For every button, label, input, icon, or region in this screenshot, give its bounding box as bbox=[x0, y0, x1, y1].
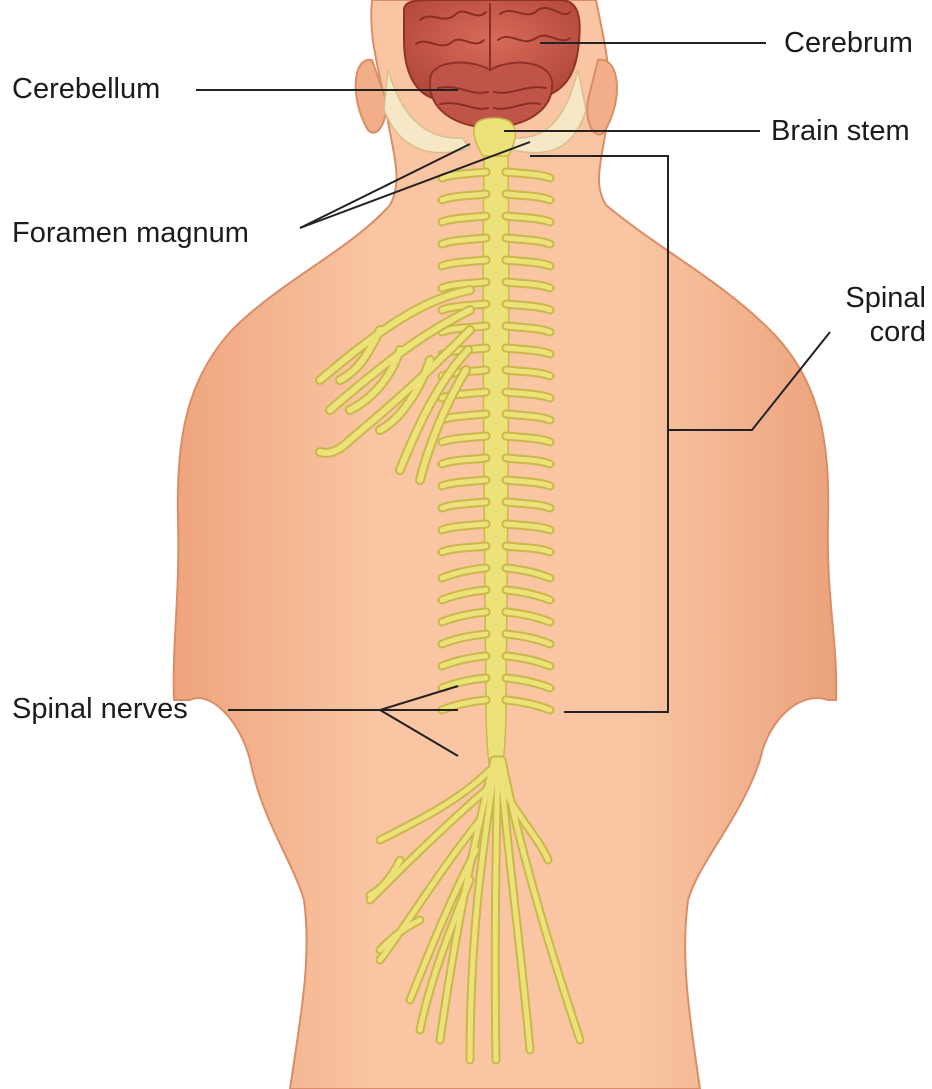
label-cerebrum: Cerebrum bbox=[784, 26, 913, 60]
label-spinal-cord: Spinal cord bbox=[845, 281, 926, 349]
label-foramen-magnum: Foramen magnum bbox=[12, 216, 249, 250]
label-spinal-nerves: Spinal nerves bbox=[12, 692, 188, 726]
label-spinal-cord-line1: Spinal bbox=[845, 281, 926, 315]
label-cerebellum: Cerebellum bbox=[12, 72, 160, 106]
label-spinal-cord-line2: cord bbox=[845, 315, 926, 349]
label-brain-stem: Brain stem bbox=[771, 114, 910, 148]
spinal-cord-shape bbox=[483, 156, 509, 780]
